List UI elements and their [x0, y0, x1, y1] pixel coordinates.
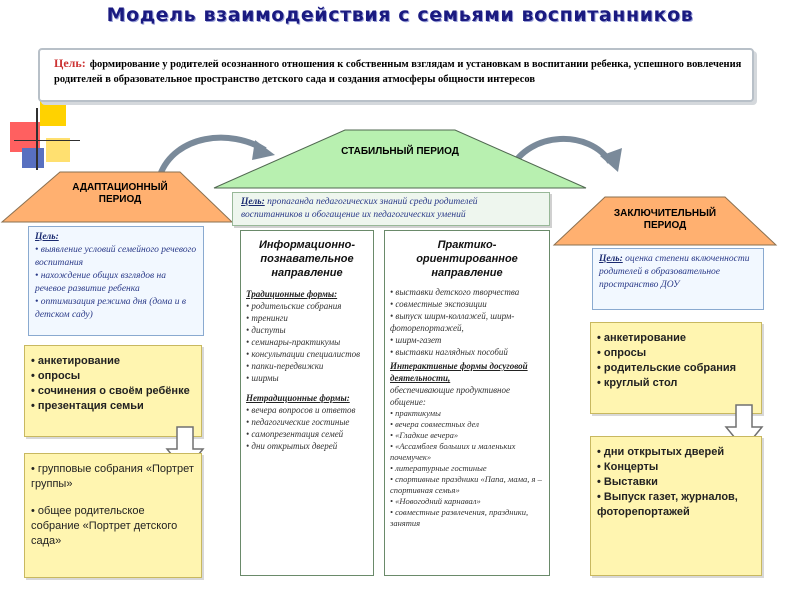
list-item: самопрезентация семей — [246, 428, 368, 440]
list-item: педагогические гостиные — [246, 416, 368, 428]
stable-roof — [213, 129, 587, 189]
final-forms-box-2: дни открытых дверей Концерты Выставки Вы… — [590, 436, 762, 576]
list-item: дни открытых дверей — [246, 440, 368, 452]
list-item: ширм-газет — [390, 334, 544, 346]
final-goal-label: Цель: — [599, 254, 623, 264]
list-item: вечера вопросов и ответов — [246, 404, 368, 416]
info-column-heading: Информационно-познавательное направление — [258, 239, 356, 279]
stable-goal-box: Цель: пропаганда педагогических знаний с… — [232, 192, 550, 226]
final-goal-text: оценка степени включенности родителей в … — [599, 254, 750, 290]
list-item: опросы — [31, 369, 195, 384]
interactive-forms-intro: обеспечивающие продуктивное общение: — [390, 385, 510, 407]
list-item: консультации специалистов — [246, 348, 368, 360]
list-item: «Гладкие вечера» — [390, 430, 544, 441]
interactive-forms-title: Интерактивные формы досуговой деятельнос… — [390, 361, 528, 383]
goal-label: Цель: — [54, 56, 86, 70]
list-item: выставки наглядных пособий — [390, 346, 544, 358]
list-item: практикумы — [390, 408, 544, 419]
adaptation-forms-box-2: групповые собрания «Портрет группы» обще… — [24, 453, 202, 578]
final-forms-box-1: анкетирование опросы родительские собран… — [590, 322, 762, 414]
list-item: папки-передвижки — [246, 360, 368, 372]
list-item: Выпуск газет, журналов, фоторепортажей — [597, 490, 755, 520]
nontraditional-forms-title: Нетрадиционные формы: — [246, 393, 350, 403]
stable-goal-label: Цель: — [241, 197, 265, 207]
list-item: нахождение общих взглядов на речевое раз… — [35, 270, 197, 296]
list-item: родительские собрания — [597, 361, 755, 376]
final-period-label: ЗАКЛЮЧИТЕЛЬНЫЙ ПЕРИОД — [613, 208, 717, 231]
arrow-head-right — [600, 148, 622, 172]
list-item: литературные гостиные — [390, 463, 544, 474]
list-item: оптимизация режима дня (дома и в детском… — [35, 296, 197, 322]
list-item: анкетирование — [31, 354, 195, 369]
page-title: Модель взаимодействия с семьями воспитан… — [106, 4, 694, 26]
list-item: общее родительское собрание «Портрет дет… — [31, 504, 195, 549]
list-item: «Новогодний карнавал» — [390, 496, 544, 507]
stable-period-label: СТАБИЛЬНЫЙ ПЕРИОД — [341, 146, 459, 157]
list-item: выпуск ширм-коллажей, ширм-фоторепортаже… — [390, 310, 544, 334]
list-item: семинары-практикумы — [246, 336, 368, 348]
stable-goal-text: пропаганда педагогических знаний среди р… — [241, 197, 478, 220]
list-item: совместные развлечения, праздники, занят… — [390, 507, 544, 529]
list-item: Концерты — [597, 460, 755, 475]
list-item: Выставки — [597, 475, 755, 490]
final-roof — [552, 196, 778, 246]
list-item: тренинги — [246, 312, 368, 324]
adaptation-goal-panel: Цель: выявление условий семейного речево… — [28, 226, 204, 336]
traditional-forms-title: Традиционные формы: — [246, 289, 338, 299]
list-item: родительские собрания — [246, 300, 368, 312]
adaptation-forms-box-1: анкетирование опросы сочинения о своём р… — [24, 345, 202, 437]
adaptation-goal-label: Цель: — [35, 232, 59, 242]
list-item: совместные экспозиции — [390, 298, 544, 310]
list-item: круглый стол — [597, 376, 755, 391]
list-item: дни открытых дверей — [597, 445, 755, 460]
list-item: презентация семьи — [31, 399, 195, 414]
final-goal-panel: Цель: оценка степени включенности родите… — [592, 248, 764, 310]
practice-column: Практико-ориентированное направление выс… — [384, 230, 550, 576]
list-item: выявление условий семейного речевого вос… — [35, 244, 197, 270]
list-item: выставки детского творчества — [390, 286, 544, 298]
list-item: анкетирование — [597, 331, 755, 346]
decorative-squares — [10, 100, 80, 170]
list-item: вечера совместных дел — [390, 419, 544, 430]
list-item: диспуты — [246, 324, 368, 336]
list-item: «Ассамблея больших и маленьких почемучек… — [390, 441, 544, 463]
list-item: сочинения о своём ребёнке — [31, 384, 195, 399]
info-column: Информационно-познавательное направление… — [240, 230, 374, 576]
list-item: групповые собрания «Портрет группы» — [31, 462, 195, 492]
list-item: опросы — [597, 346, 755, 361]
goal-text: формирование у родителей осознанного отн… — [54, 59, 742, 85]
adaptation-period-label: АДАПТАЦИОННЫЙ ПЕРИОД — [72, 182, 168, 205]
practice-column-heading: Практико-ориентированное направление — [416, 239, 518, 279]
list-item: спортивные праздники «Папа, мама, я – сп… — [390, 474, 544, 496]
goal-box: Цель:формирование у родителей осознанног… — [38, 48, 754, 102]
list-item: ширмы — [246, 372, 368, 384]
